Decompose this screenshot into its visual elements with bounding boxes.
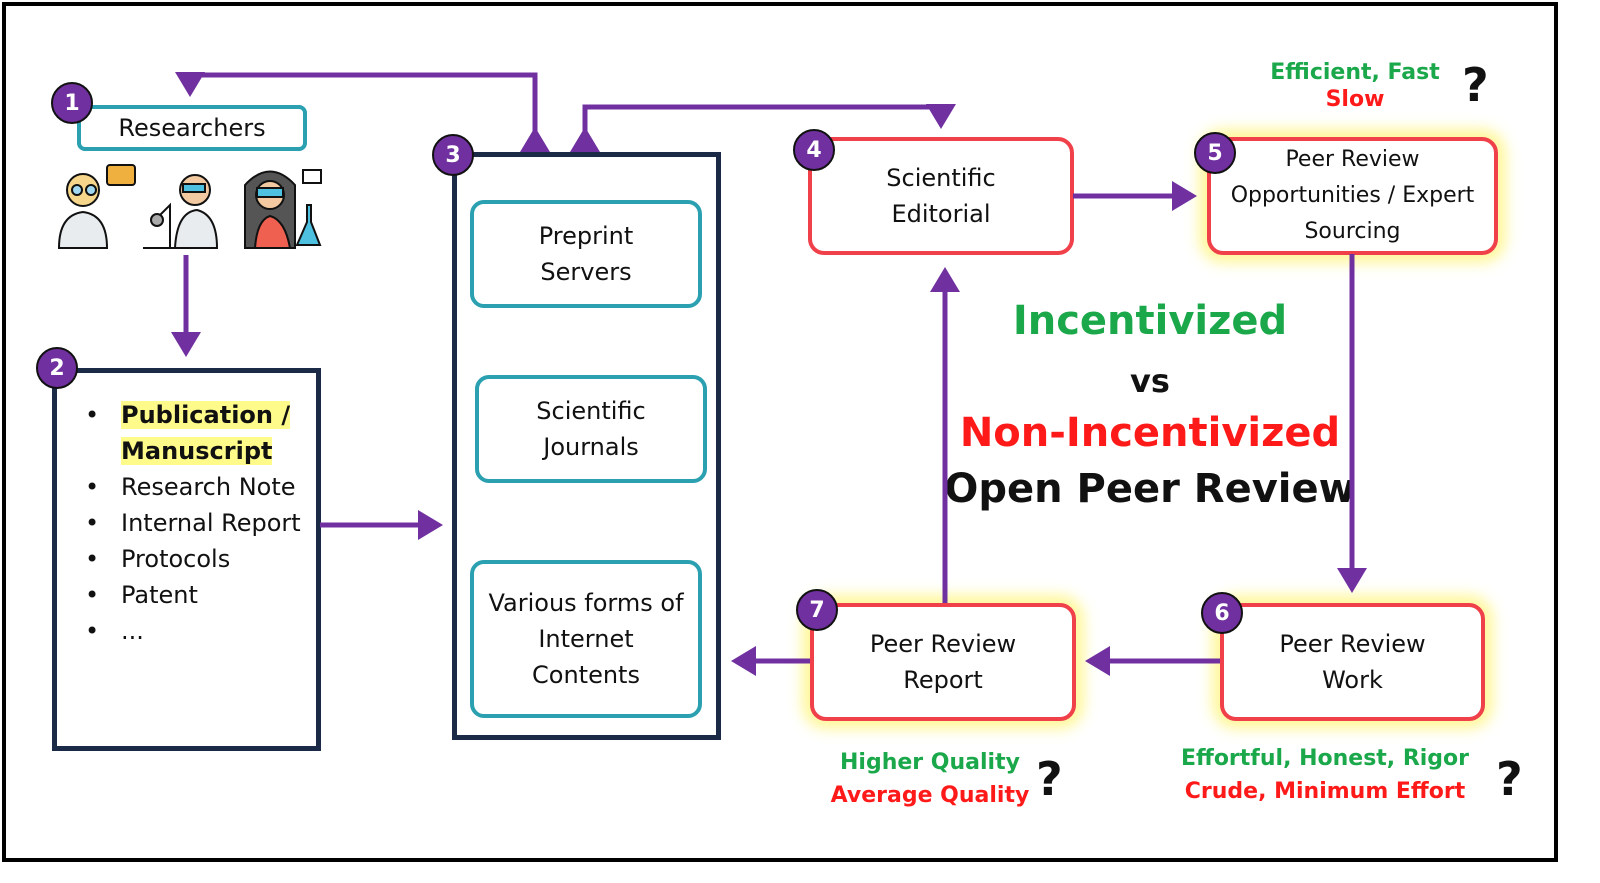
vs-title: vs <box>1130 362 1170 400</box>
chemist-icon <box>244 169 322 249</box>
output-types-box: Publication / Manuscript Research Note I… <box>52 368 321 751</box>
open-peer-review-title: Open Peer Review <box>944 466 1356 512</box>
note-step-5: Efficient, Fast Slow <box>1240 60 1470 112</box>
peer-review-opportunities-box[interactable]: Peer Review Opportunities / Expert Sourc… <box>1207 137 1498 255</box>
non-incentivized-title: Non-Incentivized <box>959 410 1341 456</box>
microscope-researcher-icon <box>143 174 219 249</box>
scientific-editorial-box[interactable]: Scientific Editorial <box>808 137 1074 255</box>
internet-contents-label: Various forms of Internet Contents <box>488 589 684 689</box>
peer-review-work-box[interactable]: Peer Review Work <box>1220 603 1485 721</box>
peer-review-work-label: Peer Review Work <box>1279 630 1426 694</box>
output-types-list: Publication / Manuscript Research Note I… <box>57 397 316 649</box>
question-mark-icon: ? <box>1036 752 1063 806</box>
list-item: Publication / Manuscript <box>57 397 316 469</box>
step-badge-7: 7 <box>796 589 838 631</box>
question-mark-icon: ? <box>1496 752 1523 806</box>
list-item: Protocols <box>57 541 316 577</box>
researchers-box[interactable]: Researchers <box>77 105 307 151</box>
note-step-6: Effortful, Honest, Rigor Crude, Minimum … <box>1160 746 1490 804</box>
list-item: Research Note <box>57 469 316 505</box>
list-item: Patent <box>57 577 316 613</box>
list-item: ... <box>57 613 316 649</box>
scientific-journals-box[interactable]: Scientific Journals <box>475 375 707 483</box>
list-item: Internal Report <box>57 505 316 541</box>
scientific-journals-label: Scientific Journals <box>536 397 646 461</box>
internet-contents-box[interactable]: Various forms of Internet Contents <box>470 560 702 718</box>
peer-review-report-box[interactable]: Peer Review Report <box>810 603 1076 721</box>
researchers-icons <box>57 164 322 249</box>
step-badge-3: 3 <box>432 134 474 176</box>
step-badge-2: 2 <box>36 347 78 389</box>
preprint-servers-label: Preprint Servers <box>538 222 634 286</box>
note-bad: Crude, Minimum Effort <box>1184 779 1466 804</box>
diagram-frame <box>2 2 1558 862</box>
peer-review-report-label: Peer Review Report <box>869 630 1017 694</box>
note-good: Higher Quality <box>840 750 1020 775</box>
note-good: Efficient, Fast <box>1270 60 1440 85</box>
incentivized-title: Incentivized <box>1012 298 1288 344</box>
preprint-servers-box[interactable]: Preprint Servers <box>470 200 702 308</box>
note-bad: Average Quality <box>830 783 1030 808</box>
note-good: Effortful, Honest, Rigor <box>1180 746 1470 771</box>
step-badge-6: 6 <box>1201 592 1243 634</box>
peer-review-opportunities-label: Peer Review Opportunities / Expert Sourc… <box>1230 147 1475 244</box>
step-badge-1: 1 <box>51 82 93 124</box>
scientific-editorial-label: Scientific Editorial <box>886 164 996 228</box>
researchers-label: Researchers <box>118 114 266 142</box>
step-badge-4: 4 <box>793 129 835 171</box>
scientist-icon <box>57 164 136 249</box>
note-bad: Slow <box>1325 87 1385 112</box>
note-step-7: Higher Quality Average Quality <box>820 750 1040 808</box>
question-mark-icon: ? <box>1462 58 1489 112</box>
step-badge-5: 5 <box>1194 132 1236 174</box>
